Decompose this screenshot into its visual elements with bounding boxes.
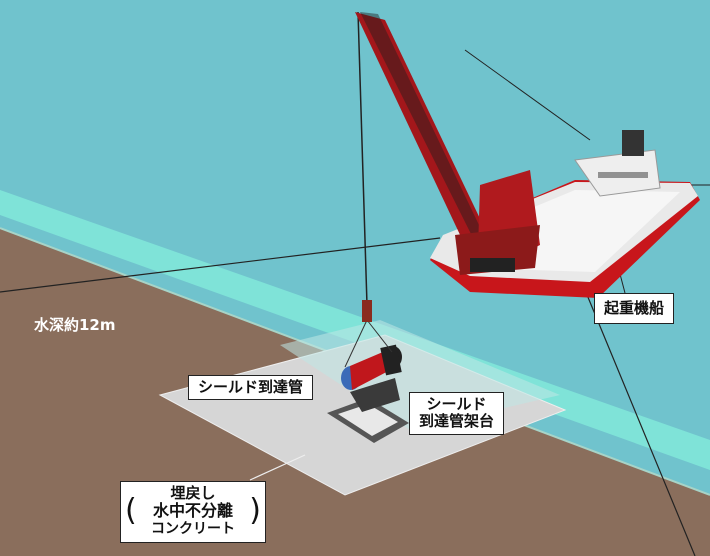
shield-tube <box>341 344 402 390</box>
backfill-line2: 水中不分離 <box>152 501 233 521</box>
stand <box>350 378 400 412</box>
backfill-label: ( 埋戻し 水中不分離 コンクリート ) <box>120 481 266 543</box>
mooring-line-bottom <box>584 289 696 556</box>
sling-right <box>366 319 393 353</box>
backfill-line3: コンクリート <box>151 520 235 537</box>
backfill-line1: 埋戻し <box>170 484 216 502</box>
shield-arrival-stand-label: シールド 到達管架台 <box>409 392 505 435</box>
crane-ship-label: 起重機船 <box>594 293 675 325</box>
mooring-line-left <box>0 237 441 293</box>
hook <box>362 300 372 322</box>
stand-label-line1: シールド <box>426 395 487 413</box>
stand-label-line2: 到達管架台 <box>419 412 495 431</box>
crane <box>355 12 540 275</box>
leader-line-pad <box>249 454 306 481</box>
water-depth-label: 水深約12m <box>34 316 116 334</box>
sling-left <box>344 319 368 368</box>
pit-inner <box>338 404 398 436</box>
shield-arrival-tube-label: シールド到達管 <box>188 375 314 401</box>
bracket-left: ( <box>125 493 137 528</box>
bracket-right: ) <box>249 493 261 528</box>
hoist-cable <box>357 11 368 306</box>
mooring-line-top <box>464 49 591 141</box>
